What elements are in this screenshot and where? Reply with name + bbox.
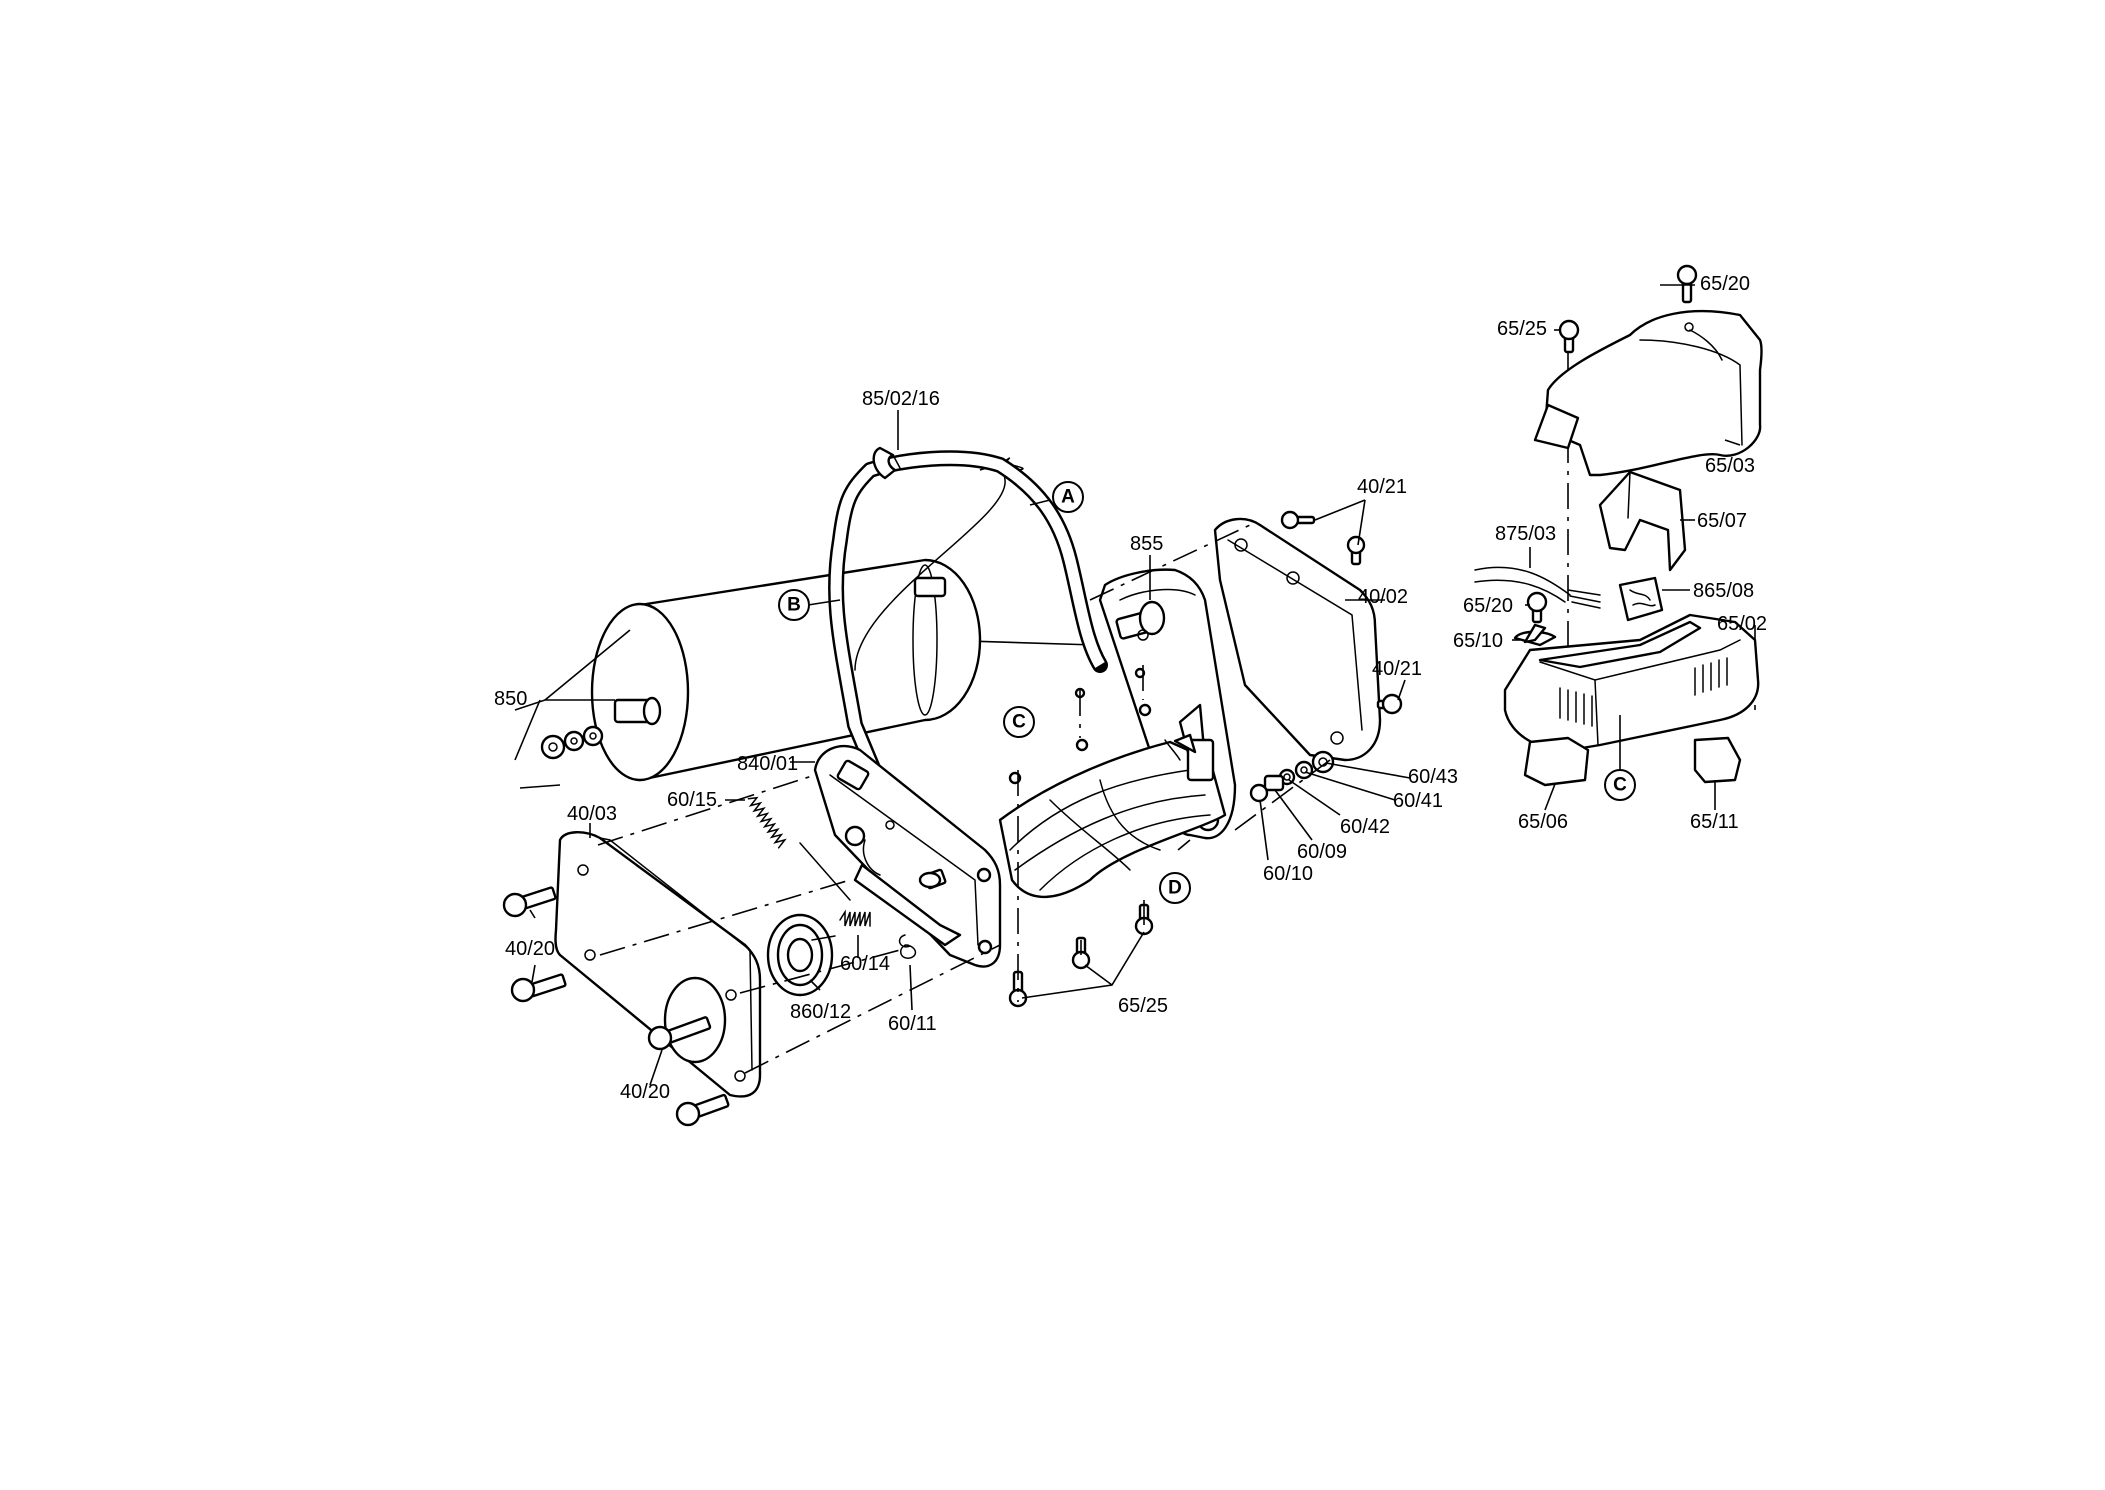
plate-65-07 [1598, 470, 1687, 572]
label-850: 850 [494, 688, 527, 710]
label-65-20-top: 65/20 [1700, 273, 1750, 295]
svg-text:C: C [1012, 712, 1026, 733]
label-840-01: 840/01 [737, 753, 798, 775]
motor-cover-65-03 [1533, 309, 1763, 477]
label-60-42: 60/42 [1340, 816, 1390, 838]
spring-60-14 [839, 909, 871, 927]
svg-text:C: C [1613, 775, 1627, 796]
label-60-10: 60/10 [1263, 863, 1313, 885]
svg-text:D: D [1168, 878, 1182, 899]
side-frame-840-01 [813, 744, 1002, 968]
label-65-07: 65/07 [1697, 510, 1747, 532]
svg-text:B: B [787, 595, 801, 616]
screw-40-21-c [1376, 693, 1403, 715]
side-plate-40-02 [1213, 517, 1382, 762]
label-60-09: 60/09 [1297, 841, 1347, 863]
washers-60-series [1249, 750, 1335, 803]
spring-60-11 [898, 934, 917, 959]
label-65-25-top: 65/25 [1497, 318, 1547, 340]
hole [1075, 738, 1089, 752]
screw-40-20-c [647, 1016, 712, 1051]
handle-a [827, 450, 1108, 793]
reference-circle-a: A [1052, 481, 1084, 513]
label-855: 855 [1130, 533, 1163, 555]
foot-65-06 [1523, 736, 1590, 787]
label-65-20-mid: 65/20 [1463, 595, 1513, 617]
label-65-25-bottom: 65/25 [1118, 995, 1168, 1017]
label-65-10: 65/10 [1453, 630, 1503, 652]
label-60-11: 60/11 [888, 1013, 937, 1035]
svg-text:A: A [1061, 487, 1075, 508]
screw-65-25-top [1558, 319, 1580, 354]
part-labels: 85/02/16 850 855 40/21 40/02 40/21 840/0… [494, 273, 1767, 1103]
reference-circle-d: D [1159, 872, 1191, 904]
label-865-08: 865/08 [1693, 580, 1754, 602]
label-40-20-top: 40/20 [505, 938, 555, 960]
label-60-15: 60/15 [667, 789, 717, 811]
end-plate-40-03 [554, 831, 762, 1098]
screw-40-21-a [1280, 510, 1316, 530]
label-40-02: 40/02 [1358, 586, 1408, 608]
roller-850 [514, 558, 1096, 789]
label-40-03: 40/03 [567, 803, 617, 825]
screw-40-21-b [1346, 535, 1366, 566]
label-65-03: 65/03 [1705, 455, 1755, 477]
reference-circle-b: B [778, 589, 810, 621]
hole [1138, 703, 1152, 717]
label-60-43: 60/43 [1408, 766, 1458, 788]
bearing-860-12 [766, 913, 836, 997]
reference-circles: A B C D C [778, 481, 1636, 904]
label-60-41: 60/41 [1393, 790, 1443, 812]
screw-40-20-d [675, 1093, 730, 1127]
screw-65-20-mid [1526, 591, 1548, 624]
label-875-03: 875/03 [1495, 523, 1556, 545]
leader-850 [544, 629, 631, 701]
switch-865-08 [1618, 576, 1664, 622]
cutter-cylinder [998, 703, 1227, 899]
screw-40-20-b [510, 973, 567, 1003]
clip-85-02-16 [872, 446, 901, 480]
label-85-02-16: 85/02/16 [862, 388, 940, 410]
hole [1134, 667, 1146, 679]
base-housing-65-02 [1503, 613, 1760, 752]
screw-40-20-a [502, 886, 557, 918]
foot-65-11 [1693, 736, 1742, 784]
screw-65-20-top [1676, 264, 1698, 304]
label-65-02: 65/02 [1717, 613, 1767, 635]
leader-lines [529, 284, 1756, 1086]
clamp-65-10 [1513, 623, 1557, 647]
reference-circle-c-right: C [1604, 769, 1636, 801]
label-40-21-top: 40/21 [1357, 476, 1407, 498]
spring-60-15 [747, 796, 851, 901]
label-860-12: 860/12 [790, 1001, 851, 1023]
label-65-11: 65/11 [1690, 811, 1739, 833]
label-60-14: 60/14 [840, 953, 890, 975]
label-40-20-bottom: 40/20 [620, 1081, 670, 1103]
cable-875-03 [1474, 566, 1601, 609]
label-65-06: 65/06 [1518, 811, 1568, 833]
lever [862, 839, 881, 876]
reference-circle-c-left: C [1003, 706, 1035, 738]
label-40-21-right: 40/21 [1372, 658, 1422, 680]
screw-65-25-b2 [1071, 936, 1091, 970]
